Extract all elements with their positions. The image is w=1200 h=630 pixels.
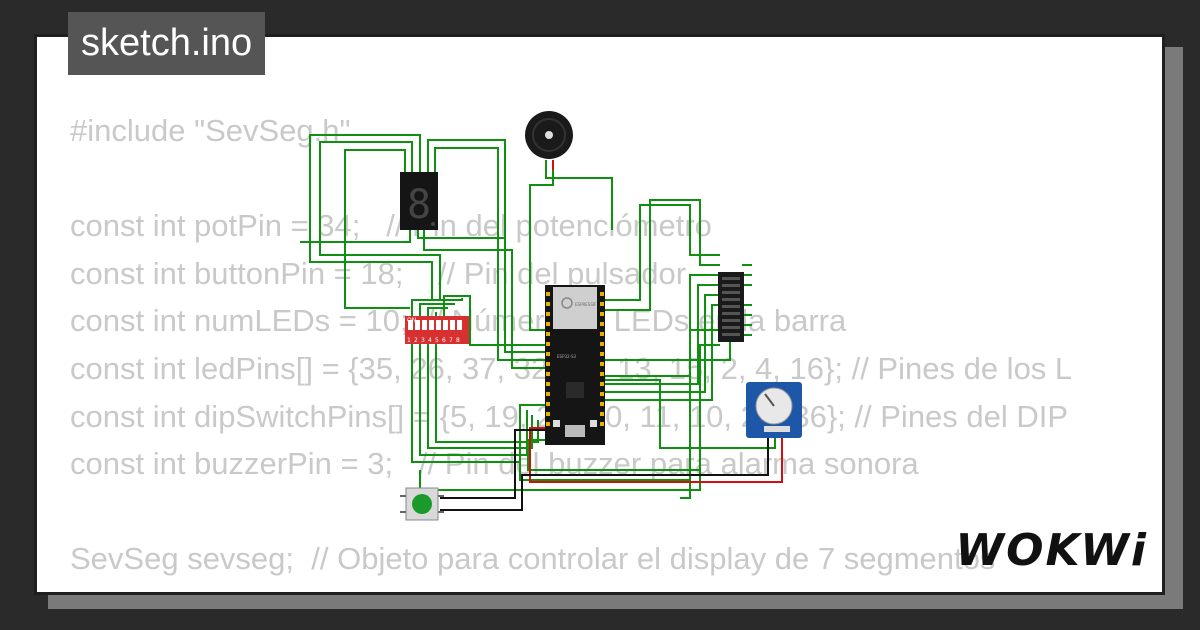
seven-segment-digit: 8 bbox=[407, 182, 431, 228]
push-button[interactable] bbox=[400, 487, 444, 521]
seven-segment-display[interactable]: 8 bbox=[400, 172, 438, 230]
dip-switch-num: 3 bbox=[421, 337, 425, 344]
dip-switch-label: ON bbox=[407, 317, 416, 324]
sketch-title: sketch.ino bbox=[68, 12, 266, 75]
dip-switch-num: 5 bbox=[435, 337, 439, 344]
dip-switch[interactable]: ON 1 2 3 4 5 6 7 8 bbox=[405, 316, 469, 344]
dip-switch-num: 2 bbox=[414, 337, 418, 344]
dip-switch-num: 6 bbox=[442, 337, 446, 344]
buzzer[interactable] bbox=[525, 111, 573, 159]
power-wires bbox=[440, 160, 783, 511]
led-bar-graph[interactable] bbox=[718, 272, 744, 342]
dip-switch-num: 4 bbox=[428, 337, 432, 344]
code-line: SevSeg sevseg; // Objeto para controlar … bbox=[70, 541, 996, 577]
dip-switch-num: 8 bbox=[456, 337, 460, 344]
wires bbox=[300, 134, 776, 499]
dip-switch-num: 1 bbox=[407, 337, 411, 344]
potentiometer[interactable] bbox=[746, 382, 802, 438]
wokwi-logo: WOKWi bbox=[955, 525, 1148, 576]
code-line: int mode = 0; // Variable para cambiar d… bbox=[70, 583, 1072, 592]
board-label: ESPRESSIF bbox=[575, 302, 597, 307]
dip-switch-num: 7 bbox=[449, 337, 453, 344]
board-label: ESP32-S3 bbox=[557, 354, 577, 359]
esp32-board[interactable]: ESPRESSIF ESP32-S3 bbox=[545, 285, 605, 445]
